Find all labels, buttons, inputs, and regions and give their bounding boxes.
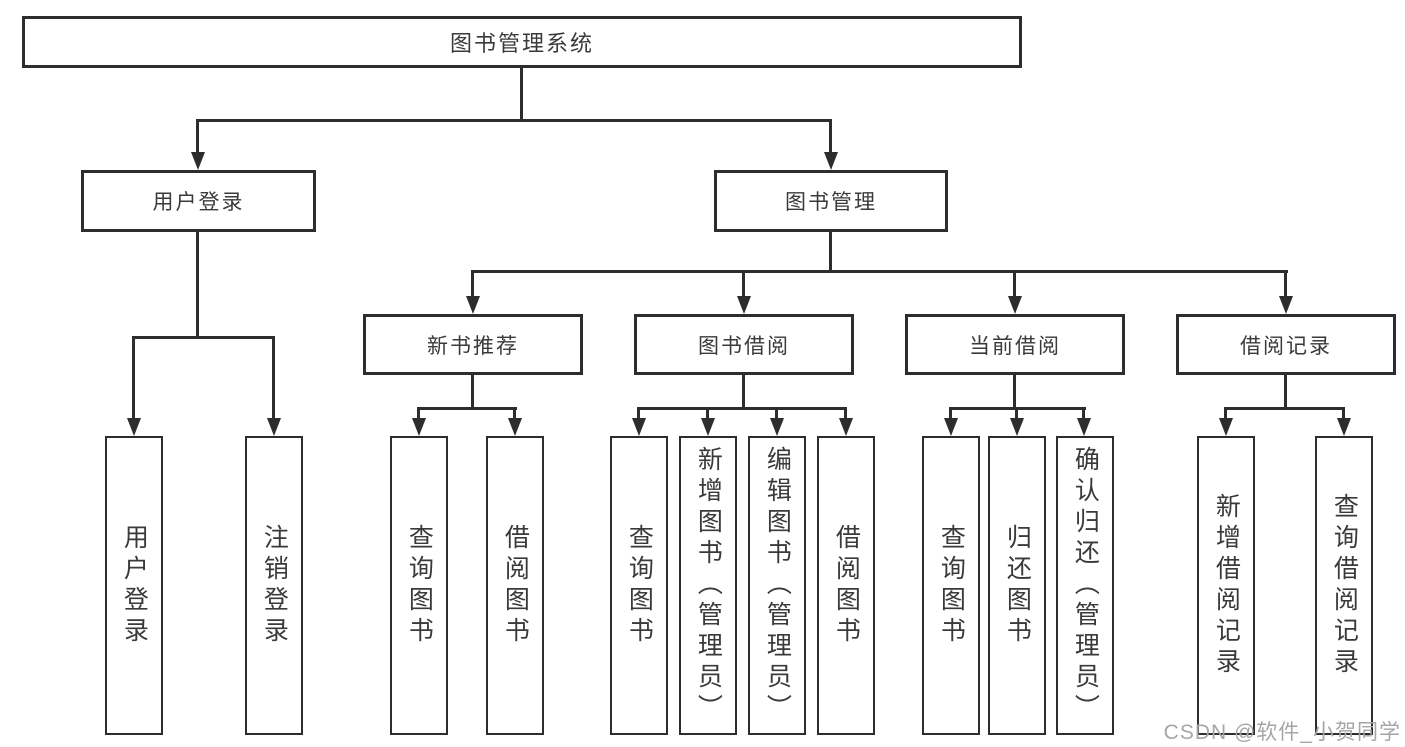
node-label: 查询图书: [625, 523, 654, 648]
node-new-book-recommend: 新书推荐: [363, 314, 583, 375]
connector-line: [417, 407, 517, 410]
node-label: 编辑图书（管理员）: [763, 446, 792, 725]
arrow-down-icon: [1077, 418, 1091, 436]
connector-line: [513, 407, 516, 421]
arrow-down-icon: [1008, 296, 1022, 314]
arrow-down-icon: [127, 418, 141, 436]
node-current-borrow: 当前借阅: [905, 314, 1125, 375]
arrow-down-icon: [508, 418, 522, 436]
node-cb-query-book: 查询图书: [922, 436, 980, 735]
node-label: 归还图书: [1003, 523, 1032, 648]
arrow-down-icon: [701, 418, 715, 436]
node-user-login-group: 用户登录: [81, 170, 316, 232]
connector-line: [1224, 407, 1345, 410]
node-label: 用户登录: [120, 523, 149, 648]
connector-line: [742, 375, 745, 409]
node-user-login: 用户登录: [105, 436, 163, 735]
node-label: 查询图书: [937, 523, 966, 648]
connector-line: [196, 232, 199, 339]
arrow-down-icon: [632, 418, 646, 436]
arrow-down-icon: [824, 152, 838, 170]
node-label: 确认归还（管理员）: [1071, 446, 1100, 725]
connector-line: [471, 270, 474, 300]
connector-line: [829, 232, 832, 273]
arrow-down-icon: [1337, 418, 1351, 436]
node-label: 查询借阅记录: [1330, 492, 1359, 679]
node-label: 图书管理系统: [449, 31, 594, 56]
arrow-down-icon: [1219, 418, 1233, 436]
connector-line: [706, 407, 709, 421]
node-br-add-record: 新增借阅记录: [1197, 436, 1255, 735]
node-bb-borrow-book: 借阅图书: [817, 436, 875, 735]
node-borrow-record: 借阅记录: [1176, 314, 1396, 375]
node-bb-edit-book: 编辑图书（管理员）: [748, 436, 806, 735]
connector-line: [844, 407, 847, 421]
connector-line: [196, 119, 832, 122]
connector-line: [949, 407, 952, 421]
connector-line: [742, 270, 745, 300]
node-label: 用户登录: [152, 191, 245, 214]
connector-line: [775, 407, 778, 421]
connector-line: [1284, 375, 1287, 409]
connector-line: [1342, 407, 1345, 421]
node-label: 新书推荐: [427, 334, 519, 358]
arrow-down-icon: [191, 152, 205, 170]
node-label: 图书管理: [785, 191, 877, 214]
node-label: 新增图书（管理员）: [694, 446, 723, 725]
arrow-down-icon: [412, 418, 426, 436]
node-label: 新增借阅记录: [1212, 492, 1241, 679]
connector-line: [1082, 407, 1085, 421]
node-label: 借阅图书: [501, 523, 530, 648]
connector-line: [1013, 270, 1016, 300]
arrow-down-icon: [466, 296, 480, 314]
node-label: 当前借阅: [969, 334, 1061, 358]
connector-line: [272, 336, 275, 420]
connector-line: [196, 119, 199, 154]
connector-line: [637, 407, 640, 421]
node-book-management: 图书管理: [714, 170, 948, 232]
node-label: 查询图书: [405, 523, 434, 648]
node-label: 注销登录: [260, 523, 289, 648]
connector-line: [1015, 407, 1018, 421]
node-cb-confirm-return: 确认归还（管理员）: [1056, 436, 1114, 735]
node-book-borrow: 图书借阅: [634, 314, 854, 375]
node-label: 借阅记录: [1240, 334, 1332, 358]
arrow-down-icon: [737, 296, 751, 314]
csdn-watermark: CSDN @软件_小贺同学: [1163, 721, 1401, 744]
arrow-down-icon: [839, 418, 853, 436]
arrow-down-icon: [1279, 296, 1293, 314]
node-label: 图书借阅: [698, 334, 790, 358]
connector-line: [1224, 407, 1227, 421]
connector-line: [520, 68, 523, 122]
node-logout: 注销登录: [245, 436, 303, 735]
node-cb-return-book: 归还图书: [988, 436, 1046, 735]
node-library-system: 图书管理系统: [22, 16, 1022, 68]
node-rec-query-book: 查询图书: [390, 436, 448, 735]
arrow-down-icon: [1010, 418, 1024, 436]
arrow-down-icon: [770, 418, 784, 436]
node-bb-query-book: 查询图书: [610, 436, 668, 735]
connector-line: [829, 119, 832, 154]
connector-line: [132, 336, 275, 339]
connector-line: [1013, 375, 1016, 409]
arrow-down-icon: [944, 418, 958, 436]
node-br-query-record: 查询借阅记录: [1315, 436, 1373, 735]
connector-line: [132, 336, 135, 420]
node-label: 借阅图书: [832, 523, 861, 648]
connector-line: [1284, 270, 1287, 300]
connector-line: [637, 407, 847, 410]
node-bb-add-book: 新增图书（管理员）: [679, 436, 737, 735]
connector-line: [417, 407, 420, 421]
connector-line: [471, 270, 1288, 273]
node-rec-borrow-book: 借阅图书: [486, 436, 544, 735]
connector-line: [471, 375, 474, 409]
arrow-down-icon: [267, 418, 281, 436]
